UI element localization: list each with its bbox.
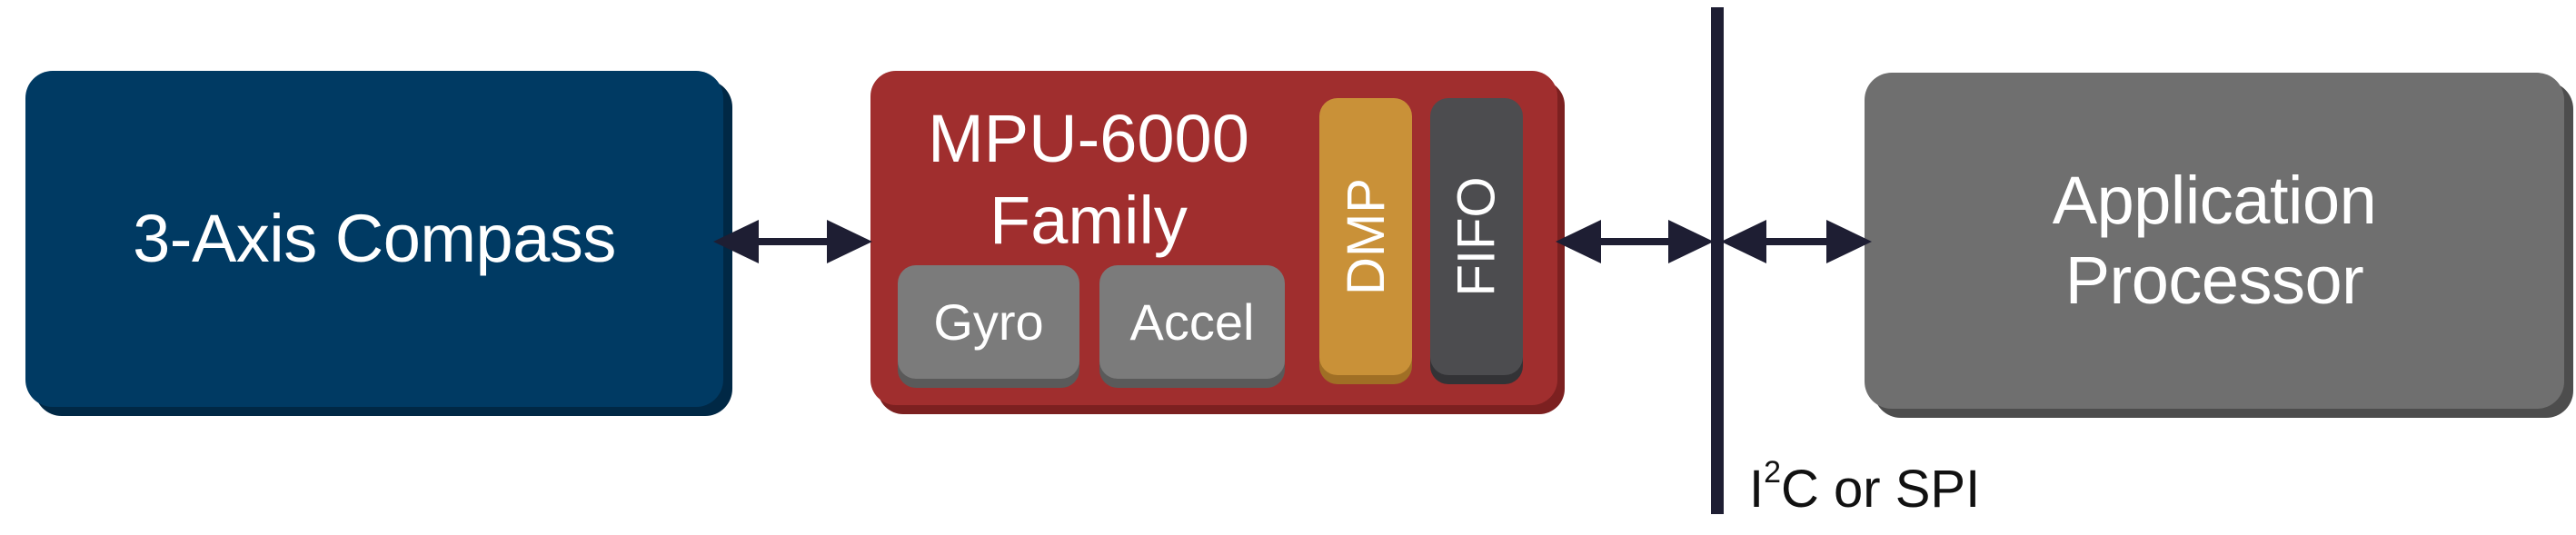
gyro-block: Gyro: [898, 265, 1079, 379]
arrow-mpu-bus: [1556, 220, 1714, 263]
mpu-title-line1: MPU-6000: [928, 101, 1249, 176]
dmp-block: DMP: [1319, 98, 1412, 375]
compass-label: 3-Axis Compass: [133, 201, 616, 276]
mpu-title-line2: Family: [990, 183, 1188, 258]
processor-block: Application Processor: [1865, 73, 2564, 409]
processor-label-line2: Processor: [2064, 243, 2364, 318]
accel-block: Accel: [1099, 265, 1285, 379]
arrow-compass-mpu: [713, 220, 872, 263]
bus-label-suffix: C or SPI: [1781, 460, 1981, 519]
bus-label-prefix: I: [1749, 460, 1765, 519]
gyro-label: Gyro: [933, 293, 1044, 351]
processor-label-line1: Application: [2052, 163, 2377, 238]
compass-block: 3-Axis Compass: [25, 71, 723, 407]
arrow-bus-processor: [1721, 220, 1872, 263]
fifo-block: FIFO: [1430, 98, 1523, 375]
bus-label: I2C or SPI: [1749, 455, 1981, 520]
bus-label-sup: 2: [1764, 455, 1782, 490]
processor-label: Application Processor: [2053, 161, 2377, 321]
bus-line: [1711, 7, 1724, 514]
mpu-title: MPU-6000 Family: [898, 98, 1279, 262]
mpu-block: MPU-6000 Family Gyro Accel DMP FIFO: [870, 71, 1557, 405]
accel-label: Accel: [1129, 293, 1255, 351]
